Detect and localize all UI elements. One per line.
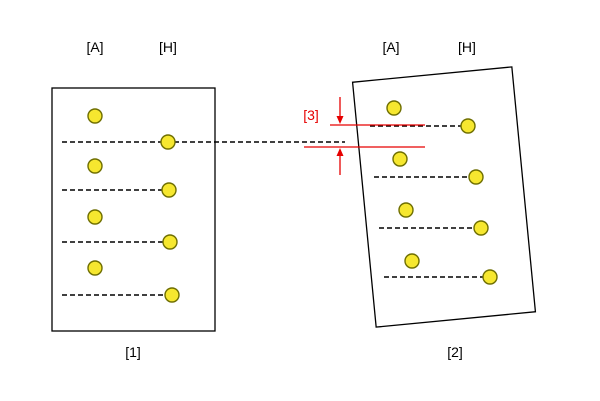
hole-h (473, 220, 489, 236)
panel-1-label: [1] (125, 344, 141, 360)
hole-a (404, 253, 420, 269)
hole-a (87, 108, 103, 124)
column-label-a-left: [A] (86, 39, 103, 55)
hole-h (482, 269, 498, 285)
dimension-arrowhead-up (336, 148, 344, 156)
hole-h (161, 182, 177, 198)
hole-h (164, 287, 180, 303)
panel-1-outline (51, 87, 216, 332)
hole-h (468, 169, 484, 185)
hole-a (392, 151, 408, 167)
hole-a (87, 209, 103, 225)
hole-h (162, 234, 178, 250)
dimension-arrowhead-down (336, 116, 344, 124)
hole-a (386, 100, 402, 116)
shape-layer (51, 66, 537, 332)
hole-a (87, 260, 103, 276)
dimension-label: [3] (303, 107, 319, 123)
column-label-a-right: [A] (382, 39, 399, 55)
hole-a (398, 202, 414, 218)
column-label-h-left: [H] (159, 39, 177, 55)
panel-2-outline (351, 66, 537, 328)
hole-h (460, 118, 476, 134)
column-label-h-right: [H] (458, 39, 476, 55)
panel-2-label: [2] (447, 344, 463, 360)
hole-h (160, 134, 176, 150)
hole-a (87, 158, 103, 174)
